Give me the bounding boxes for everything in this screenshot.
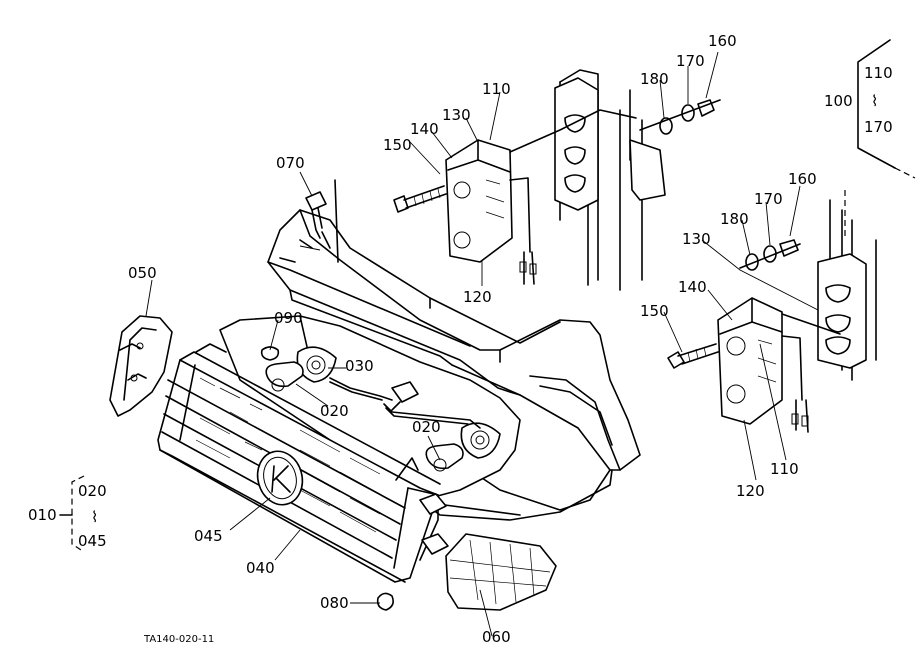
callout-020-right: 020 [412,418,441,436]
svg-text:⌇: ⌇ [91,508,98,526]
callout-110-upper: 110 [482,80,511,98]
callout-110-lower: 110 [770,460,799,478]
washers-lower [739,239,801,271]
callout-020-range: 020 [78,482,107,500]
bulb-left [265,361,304,392]
callout-045-range: 045 [78,532,107,550]
callout-150-upper: 150 [383,136,412,154]
bolt-090 [260,346,280,361]
rear-lamp-lower [717,297,841,433]
upper-right-frame [857,39,916,179]
callout-labels: 070 050 090 030 020 020 045 040 080 060 … [28,32,893,646]
callout-070: 070 [276,154,305,172]
callout-140-upper: 140 [410,120,439,138]
callout-045: 045 [194,527,223,545]
emblem [256,450,304,506]
group-brace-010 [59,475,85,553]
callout-180-upper: 180 [640,70,669,88]
callout-160-lower: 160 [788,170,817,188]
callout-060: 060 [482,628,511,646]
callout-170-upper: 170 [676,52,705,70]
callout-170-range: 170 [864,118,893,136]
callout-090: 090 [274,309,303,327]
bolt-070 [305,191,327,239]
callout-140-lower: 140 [678,278,707,296]
callout-030: 030 [345,357,374,375]
callout-120-lower: 120 [736,482,765,500]
callout-040: 040 [246,559,275,577]
callout-170-lower: 170 [754,190,783,208]
side-bracket [109,315,173,417]
callout-080: 080 [320,594,349,612]
front-cowl [267,179,641,511]
callout-150-lower: 150 [640,302,669,320]
svg-text:⌇: ⌇ [871,92,878,110]
diagram-code: TA140-020-11 [143,634,214,645]
callout-180-lower: 180 [720,210,749,228]
bolt-150-lower [667,343,719,369]
bolt-150-upper [393,185,447,213]
callout-120-upper: 120 [463,288,492,306]
wiring-harness [329,377,481,429]
headlamp-socket-right [460,422,501,459]
rear-lamp-upper [445,109,637,285]
callout-160-upper: 160 [708,32,737,50]
grille-tabs [419,493,449,555]
rear-post-lower [817,190,877,381]
callout-110-range: 110 [864,64,893,82]
callout-130-lower: 130 [682,230,711,248]
callout-100: 100 [824,92,853,110]
callout-050: 050 [128,264,157,282]
leader-lines [145,51,819,637]
corner-lens [445,533,557,611]
callout-130-upper: 130 [442,106,471,124]
washers-upper [639,99,721,135]
clip [376,592,394,611]
rear-post-upper [554,69,666,291]
callout-010: 010 [28,506,57,524]
callout-020-left: 020 [320,402,349,420]
